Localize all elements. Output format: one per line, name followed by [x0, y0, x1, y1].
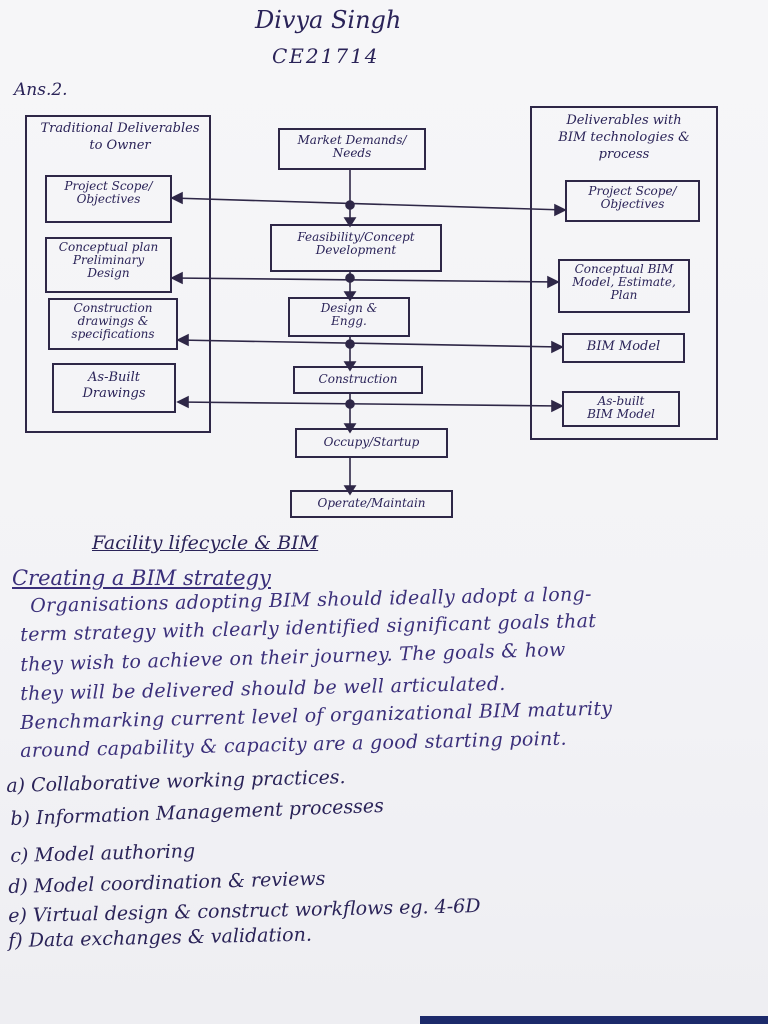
- bim-deliverables-panel: [530, 106, 718, 440]
- paragraph-line: they will be delivered should be well ar…: [20, 672, 506, 705]
- paragraph-line: they wish to achieve on their journey. T…: [20, 638, 566, 676]
- left-box-construction-drawings: [48, 298, 178, 350]
- page-edge-shadow: [420, 1016, 768, 1024]
- left-box-project-scope-label: Project Scope/ Objectives: [64, 179, 153, 206]
- center-box-operate-maintain-label: Operate/Maintain: [317, 496, 426, 510]
- center-box-construction-label: Construction: [318, 372, 398, 386]
- list-item: a) Collaborative working practices.: [6, 766, 346, 797]
- answer-label: Ans.2.: [14, 80, 68, 100]
- list-item: d) Model coordination & reviews: [8, 867, 326, 898]
- author-name: Divya Singh: [255, 6, 402, 34]
- center-box-feasibility-label: Feasibility/Concept Development: [297, 230, 415, 257]
- center-box-construction: [293, 366, 423, 394]
- left-box-project-scope: [45, 175, 172, 223]
- diagram-connectors: [170, 168, 567, 496]
- section-heading: Creating a BIM strategy: [12, 566, 271, 590]
- center-box-market-demands: [278, 128, 426, 170]
- list-item: e) Virtual design & construct workflows …: [8, 895, 481, 927]
- center-box-operate-maintain: [290, 490, 453, 518]
- center-box-design-engg: [288, 297, 410, 337]
- center-box-occupy-startup: [295, 428, 448, 458]
- left-box-construction-drawings-label: Construction drawings & specifications: [71, 301, 155, 341]
- list-item: c) Model authoring: [10, 840, 196, 867]
- right-box-conceptual-bim-label: Conceptual BIM Model, Estimate, Plan: [572, 262, 676, 302]
- traditional-deliverables-title: Traditional Deliverables to Owner: [40, 121, 200, 153]
- right-box-bim-model-label: BIM Model: [586, 339, 661, 354]
- paragraph-line: around capability & capacity are a good …: [20, 727, 568, 762]
- right-box-conceptual-bim: [558, 259, 690, 313]
- left-box-conceptual-plan-label: Conceptual plan Preliminary Design: [58, 240, 159, 280]
- left-box-conceptual-plan: [45, 237, 172, 293]
- right-box-as-built-bim: [562, 391, 680, 427]
- center-box-occupy-startup-label: Occupy/Startup: [323, 435, 420, 449]
- right-box-bim-model: [562, 333, 685, 363]
- center-box-feasibility: [270, 224, 442, 272]
- traditional-deliverables-panel: [25, 115, 211, 433]
- left-box-as-built-drawings-label: As-Built Drawings: [82, 370, 146, 401]
- center-box-design-engg-label: Design & Engg.: [320, 301, 378, 328]
- right-box-as-built-bim-label: As-built BIM Model: [587, 394, 655, 421]
- list-item: b) Information Management processes: [10, 794, 385, 830]
- right-box-project-scope-label: Project Scope/ Objectives: [588, 184, 677, 211]
- center-box-market-demands-label: Market Demands/ Needs: [297, 133, 407, 160]
- diagram-caption: Facility lifecycle & BIM: [92, 532, 319, 554]
- roll-number: CE21714: [272, 44, 380, 68]
- right-box-project-scope: [565, 180, 700, 222]
- bim-deliverables-title: Deliverables with BIM technologies & pro…: [558, 113, 690, 162]
- left-box-as-built-drawings: [52, 363, 176, 413]
- list-item: f) Data exchanges & validation.: [8, 923, 313, 952]
